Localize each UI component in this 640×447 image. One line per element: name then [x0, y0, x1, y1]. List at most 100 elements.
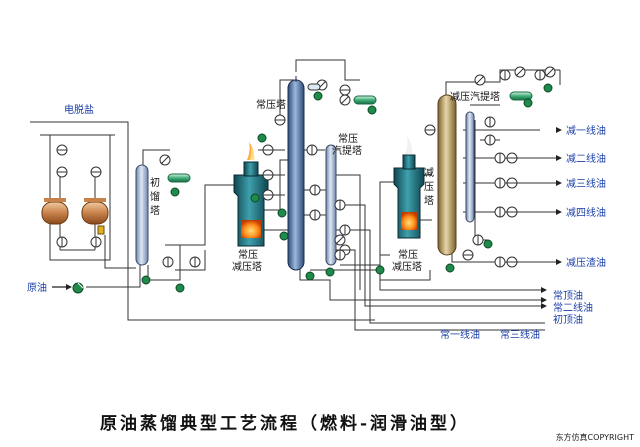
atm-top-oil-label: 常顶油: [553, 289, 583, 302]
exchanger-icon: [462, 249, 474, 261]
exchanger-icon: [494, 152, 506, 164]
exchanger-icon: [424, 124, 436, 136]
cooler-icon: [339, 94, 351, 106]
exchanger-icon: [499, 69, 511, 81]
cooler-icon: [474, 74, 486, 86]
exchanger-icon: [494, 177, 506, 189]
exchanger-icon: [306, 144, 318, 156]
vac-line3-label: 减三线油: [566, 177, 606, 190]
atm-tower: [287, 76, 305, 271]
diagram-title: 原油蒸馏典型工艺流程（燃料-润滑油型）: [100, 414, 471, 434]
cooler-icon: [544, 66, 556, 78]
exchanger-icon: [334, 199, 346, 211]
exchanger-icon: [274, 114, 286, 126]
atm-top-accumulator: [307, 83, 321, 91]
atm-furnace-label-line2: 减压塔: [232, 260, 262, 273]
vac-line2-label: 减二线油: [566, 152, 606, 165]
vac-furnace-label: 常压 减压塔: [392, 248, 422, 273]
vac-tower-label-3: 塔: [424, 194, 434, 207]
desalter-2: [81, 198, 109, 235]
initial-top-oil-label: 初顶油: [553, 313, 583, 326]
exchanger-icon: [506, 152, 518, 164]
vac-residue-label: 减压渣油: [566, 256, 606, 269]
vac-stripper-label: 减压汽提塔: [450, 90, 500, 103]
vac-furnace-label-line2: 减压塔: [392, 260, 422, 273]
vac-furnace: [393, 136, 425, 239]
desalter-1: [41, 198, 69, 225]
vac-tower-label-2: 压: [424, 181, 434, 193]
initial-tower-label-1: 初: [150, 176, 160, 189]
pump-icon: [543, 83, 553, 93]
exchanger-icon: [506, 177, 518, 189]
atm-line2-label: 常二线油: [553, 301, 593, 314]
cooler-icon: [514, 66, 526, 78]
pump-icon: [72, 282, 84, 294]
exchanger-icon: [262, 169, 274, 181]
atm-stripper-label: 常压 汽提塔: [332, 132, 362, 157]
pump-icon: [257, 133, 267, 143]
atm-stripper-label-line2: 汽提塔: [332, 144, 362, 157]
exchanger-icon: [472, 234, 484, 246]
pump-icon: [170, 187, 180, 197]
exchanger-icon: [334, 249, 346, 261]
pump-icon: [305, 271, 315, 281]
exchanger-icon: [506, 206, 518, 218]
initial-tower: [135, 164, 149, 266]
pump-icon: [445, 263, 455, 273]
exchanger-icon: [56, 236, 68, 248]
exchanger-icon: [339, 84, 351, 96]
vac-tower-label-1: 减: [424, 167, 434, 179]
exchanger-icon: [484, 134, 496, 146]
exchanger-icon: [309, 209, 321, 221]
initial-tower-label-3: 塔: [150, 204, 160, 217]
cooler-icon: [334, 234, 346, 246]
vac-stripper: [465, 111, 475, 223]
atm-tower-label: 常压塔: [256, 98, 286, 111]
copyright-text: 东方仿真COPYRIGHT: [555, 433, 634, 442]
exchanger-icon: [484, 116, 496, 128]
vac-line1-label: 减一线油: [566, 124, 606, 137]
pump-icon: [483, 239, 493, 249]
heat-exchangers: [56, 69, 546, 268]
air-coolers: [159, 66, 556, 246]
pump-icon: [313, 91, 323, 101]
exchanger-icon: [56, 166, 68, 178]
atm-stripper-label-line1: 常压: [338, 132, 358, 145]
exchanger-icon: [339, 224, 351, 236]
vac-furnace-label-line1: 常压: [398, 248, 418, 261]
desalting-label: 电脱盐: [64, 103, 94, 116]
exchanger-icon: [90, 236, 102, 248]
initial-reflux-drum: [167, 173, 191, 183]
atm-line3-label: 常三线油: [500, 328, 540, 341]
pump-icon: [277, 208, 287, 218]
exchanger-icon: [162, 256, 174, 268]
vac-reflux-drum: [509, 91, 533, 101]
exchanger-icon: [262, 189, 274, 201]
pump-icon: [141, 275, 151, 285]
pump-icon: [523, 98, 533, 108]
exchanger-icon: [494, 256, 506, 268]
cooler-icon: [159, 154, 171, 166]
pump-icon: [367, 105, 377, 115]
exchanger-icon: [494, 206, 506, 218]
exchanger-icon: [262, 144, 274, 156]
pump-icon: [250, 193, 260, 203]
pump-icon: [375, 265, 385, 275]
pump-icon: [279, 231, 289, 241]
atm-furnace-label-line1: 常压: [238, 248, 258, 261]
exchanger-icon: [506, 256, 518, 268]
atm-line1-label: 常一线油: [440, 328, 480, 341]
exchanger-icon: [534, 69, 546, 81]
exchanger-icon: [189, 256, 201, 268]
atm-furnace-label: 常压 减压塔: [232, 248, 262, 273]
crude-feed-arrow: [66, 284, 72, 290]
exchanger-icon: [56, 144, 68, 156]
exchanger-icon: [90, 166, 102, 178]
pump-icon: [325, 267, 335, 277]
product-arrows: [541, 127, 562, 309]
exchanger-icon: [309, 184, 321, 196]
pumps: [72, 83, 553, 294]
initial-tower-label-2: 馏: [150, 190, 160, 203]
atm-furnace: [233, 142, 269, 247]
